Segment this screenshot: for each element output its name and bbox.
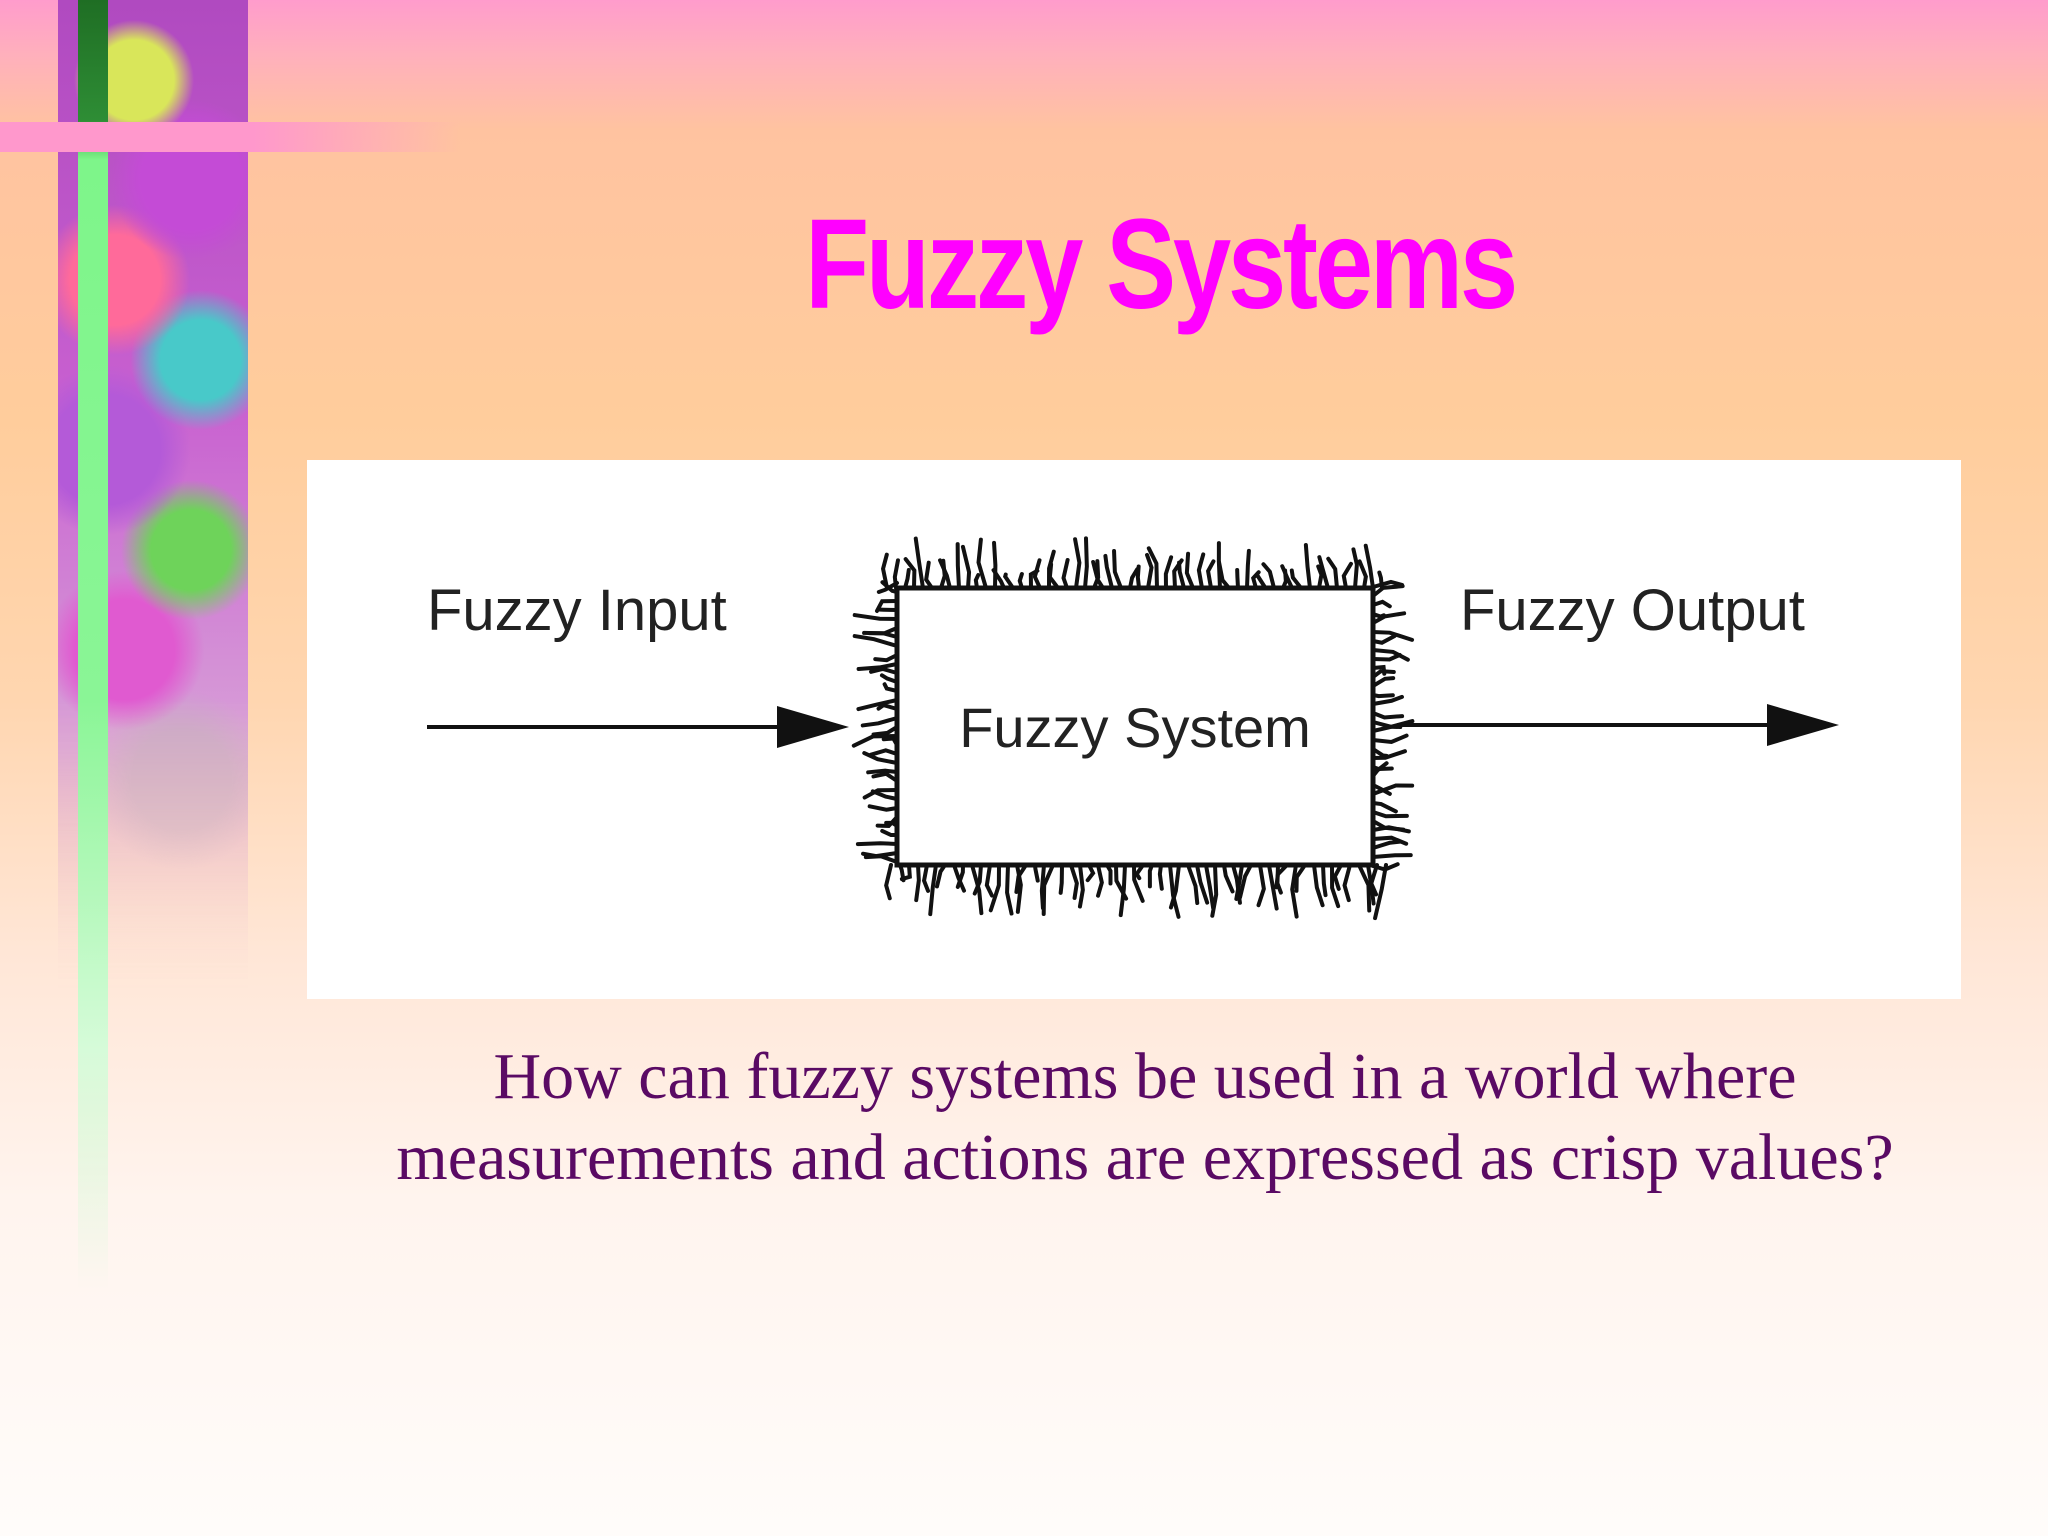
slide-title: Fuzzy Systems (805, 193, 1518, 336)
input-arrowhead (777, 706, 849, 748)
fuzzy-system-box (894, 585, 1376, 868)
slide-body-text: How can fuzzy systems be used in a world… (396, 1040, 1894, 1194)
decorative-vertical-bar (78, 0, 108, 1290)
diagram-canvas: Fuzzy Input Fuzzy Output Fuzzy System (427, 536, 1839, 921)
decorative-horizontal-bar (0, 122, 460, 152)
fuzzy-input-label: Fuzzy Input (427, 578, 727, 643)
fuzzy-system-diagram: Fuzzy Input Fuzzy Output Fuzzy System (307, 460, 1961, 999)
output-arrowhead (1767, 704, 1839, 746)
fuzzy-output-label: Fuzzy Output (1460, 578, 1805, 643)
fuzzy-system-label: Fuzzy System (959, 696, 1311, 759)
